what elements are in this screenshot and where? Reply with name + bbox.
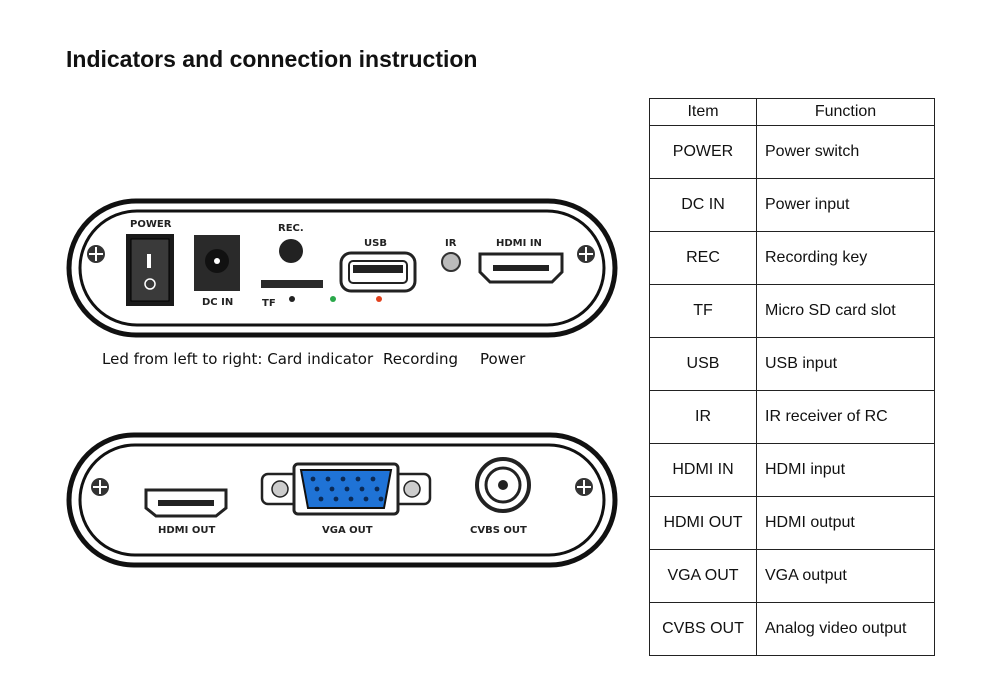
vga-pin [348,496,354,502]
recording-led [330,296,336,302]
hdmi-in-port[interactable] [478,252,564,284]
tf-slot[interactable] [261,280,323,288]
led-caption-power: Power [480,350,526,368]
dc-in-port[interactable] [194,235,240,291]
vga-pin [329,486,335,492]
page-title: Indicators and connection instruction [66,46,478,72]
table-cell-function: VGA output [756,549,935,603]
usb-label: USB [364,238,387,249]
table-cell-item: HDMI IN [649,443,757,497]
screw-right-icon [575,478,593,496]
dc-in-label: DC IN [202,297,233,308]
ir-receiver [441,252,461,272]
led-caption-recording: Recording [383,350,459,368]
screw-left-icon [87,245,105,263]
table-cell-function: Power input [756,178,935,232]
table-cell-function: USB input [756,337,935,391]
vga-pin [344,486,350,492]
table-cell-function: HDMI input [756,443,935,497]
table-cell-function: Power switch [756,125,935,179]
vga-out-port[interactable] [260,462,432,516]
table-cell-function: Micro SD card slot [756,284,935,338]
vga-pin [374,486,380,492]
power-led [376,296,382,302]
table-cell-function: Analog video output [756,602,935,656]
vga-pin [359,486,365,492]
table-cell-function: IR receiver of RC [756,390,935,444]
power-label: POWER [130,219,172,230]
back-panel: HDMI OUT VGA OUT CVBS OUT [66,432,618,568]
card-indicator-led [289,296,295,302]
vga-pins [310,476,384,502]
usb-port[interactable] [339,251,417,293]
power-switch[interactable] [126,234,174,306]
cvbs-out-label: CVBS OUT [470,525,527,536]
table-cell-function: HDMI output [756,496,935,550]
header-item: Item [649,98,757,126]
led-caption: Led from left to right: Card indicator R… [102,350,525,422]
vga-pin [363,496,369,502]
hdmi-in-label: HDMI IN [496,238,542,249]
header-function: Function [756,98,935,126]
table-cell-item: HDMI OUT [649,496,757,550]
vga-pin [340,476,346,482]
table-cell-item: USB [649,337,757,391]
table-cell-item: DC IN [649,178,757,232]
vga-pin [333,496,339,502]
rec-label: REC. [278,223,304,234]
vga-pin [318,496,324,502]
vga-pin [325,476,331,482]
led-caption-card: Led from left to right: Card indicator [102,350,374,368]
vga-pin [314,486,320,492]
hdmi-out-label: HDMI OUT [158,525,215,536]
table-cell-item: IR [649,390,757,444]
front-panel: POWER DC IN REC. TF USB I [66,198,618,338]
table-cell-item: CVBS OUT [649,602,757,656]
hdmi-out-port[interactable] [144,488,228,518]
screw-right-icon [577,245,595,263]
rec-button[interactable] [279,239,303,263]
table-header-row: Item Function [649,98,935,126]
table-cell-item: TF [649,284,757,338]
tf-label: TF [262,298,276,309]
cvbs-out-port[interactable] [475,457,531,513]
screw-left-icon [91,478,109,496]
table-cell-item: REC [649,231,757,285]
vga-out-label: VGA OUT [322,525,373,536]
table-cell-item: VGA OUT [649,549,757,603]
table-cell-item: POWER [649,125,757,179]
vga-pin [310,476,316,482]
ir-label: IR [445,238,457,249]
table-cell-function: Recording key [756,231,935,285]
vga-pin [370,476,376,482]
vga-pin [355,476,361,482]
vga-pin [378,496,384,502]
